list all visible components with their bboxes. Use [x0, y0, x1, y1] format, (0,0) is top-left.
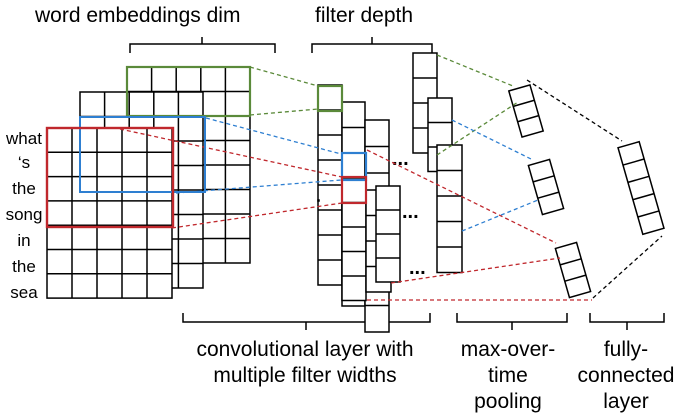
bracket-word-embeddings — [129, 37, 276, 53]
feature-map-4-frame — [341, 177, 367, 302]
connection-lines — [119, 54, 663, 301]
filter-columns — [317, 52, 665, 333]
label-pool-line2: time — [488, 364, 528, 387]
word-sea: sea — [10, 283, 38, 302]
pooled-vector-1 — [507, 83, 545, 139]
word-what: what — [5, 129, 42, 148]
blue-pool-line-top — [451, 119, 534, 161]
label-pool-line1: max-over- — [461, 338, 556, 361]
label-pool-line3: pooling — [474, 390, 542, 413]
bracket-conv-layer — [182, 313, 431, 330]
red-line-bottom — [171, 202, 343, 229]
label-fc-line1: fully- — [604, 338, 648, 361]
feature-map-4 — [341, 177, 367, 302]
green-feature-cell — [316, 84, 344, 113]
red-filter-window — [45, 126, 175, 229]
ellipsis-middle: ... — [402, 201, 419, 223]
red-pool-line-top — [366, 149, 557, 244]
red-feature-cell — [340, 175, 368, 205]
bracket-filter-depth — [311, 37, 433, 53]
pooled-vector-2 — [527, 158, 565, 216]
fully-connected-vector-cell-line — [637, 210, 660, 218]
word-in: in — [17, 231, 30, 250]
pooled-vector-1-cell-line — [513, 99, 535, 108]
fully-connected-vector — [617, 140, 665, 236]
fully-connected-vector-cell-line — [632, 192, 655, 201]
word-the-2: the — [12, 257, 36, 276]
pooled-vector-2-cell-line — [537, 191, 560, 199]
green-line-bottom — [249, 108, 319, 116]
green-line-top — [249, 66, 319, 87]
ellipsis-bottom: ... — [409, 257, 426, 279]
label-conv-line1: convolutional layer with — [196, 338, 413, 361]
blue-filter-window — [79, 116, 206, 193]
blue-feature-cell — [340, 151, 368, 182]
feature-map-1 — [317, 84, 343, 286]
red-pool-line-middle — [390, 257, 561, 284]
pooled-vector-1-cell-line — [517, 114, 539, 123]
pooled-vector-3 — [554, 241, 592, 299]
pooled-vector-3-frame — [554, 241, 592, 299]
feature-map-9-frame — [436, 144, 463, 274]
bracket-max-pooling — [456, 313, 568, 330]
fully-connected-vector-cell-line — [627, 175, 650, 184]
embedding-matrix-front — [46, 127, 173, 299]
feature-map-spacer-frame — [317, 199, 320, 202]
pooled-vector-2-cell-line — [532, 175, 555, 183]
embedding-matrix-grids — [46, 66, 251, 299]
word-song: song — [6, 205, 43, 224]
label-word-embeddings-dim: word embeddings dim — [34, 4, 240, 27]
embedding-matrix-front-frame — [46, 127, 173, 299]
label-conv-line2: multiple filter widths — [213, 364, 396, 387]
feature-map-6 — [375, 185, 401, 283]
label-fc-line2: connected — [578, 364, 675, 387]
red-line-top — [119, 128, 343, 178]
ellipsis-top: ... — [392, 148, 409, 170]
feature-map-spacer — [317, 199, 320, 202]
green-pool-line-bottom — [436, 101, 519, 156]
pooled-vector-2-frame — [527, 158, 565, 216]
word-the-1: the — [12, 179, 36, 198]
fully-connected-vector-frame — [617, 140, 665, 236]
label-fc-line3: layer — [603, 390, 649, 413]
word-s: ‘s — [18, 153, 30, 172]
pooled-vector-3-cell-line — [564, 274, 587, 282]
green-pool-line-top — [436, 54, 514, 87]
pooled-vector-1-frame — [507, 83, 545, 139]
bracket-fully-connected — [589, 313, 665, 330]
feature-map-9 — [436, 144, 463, 274]
pooled-vector-3-cell-line — [559, 258, 582, 266]
fc-line-top — [526, 79, 623, 142]
fully-connected-vector-cell-line — [622, 158, 645, 166]
highlight-boxes — [45, 65, 368, 229]
fc-line-bottom — [592, 235, 663, 299]
label-filter-depth: filter depth — [315, 4, 413, 27]
blue-line-top — [205, 117, 342, 155]
